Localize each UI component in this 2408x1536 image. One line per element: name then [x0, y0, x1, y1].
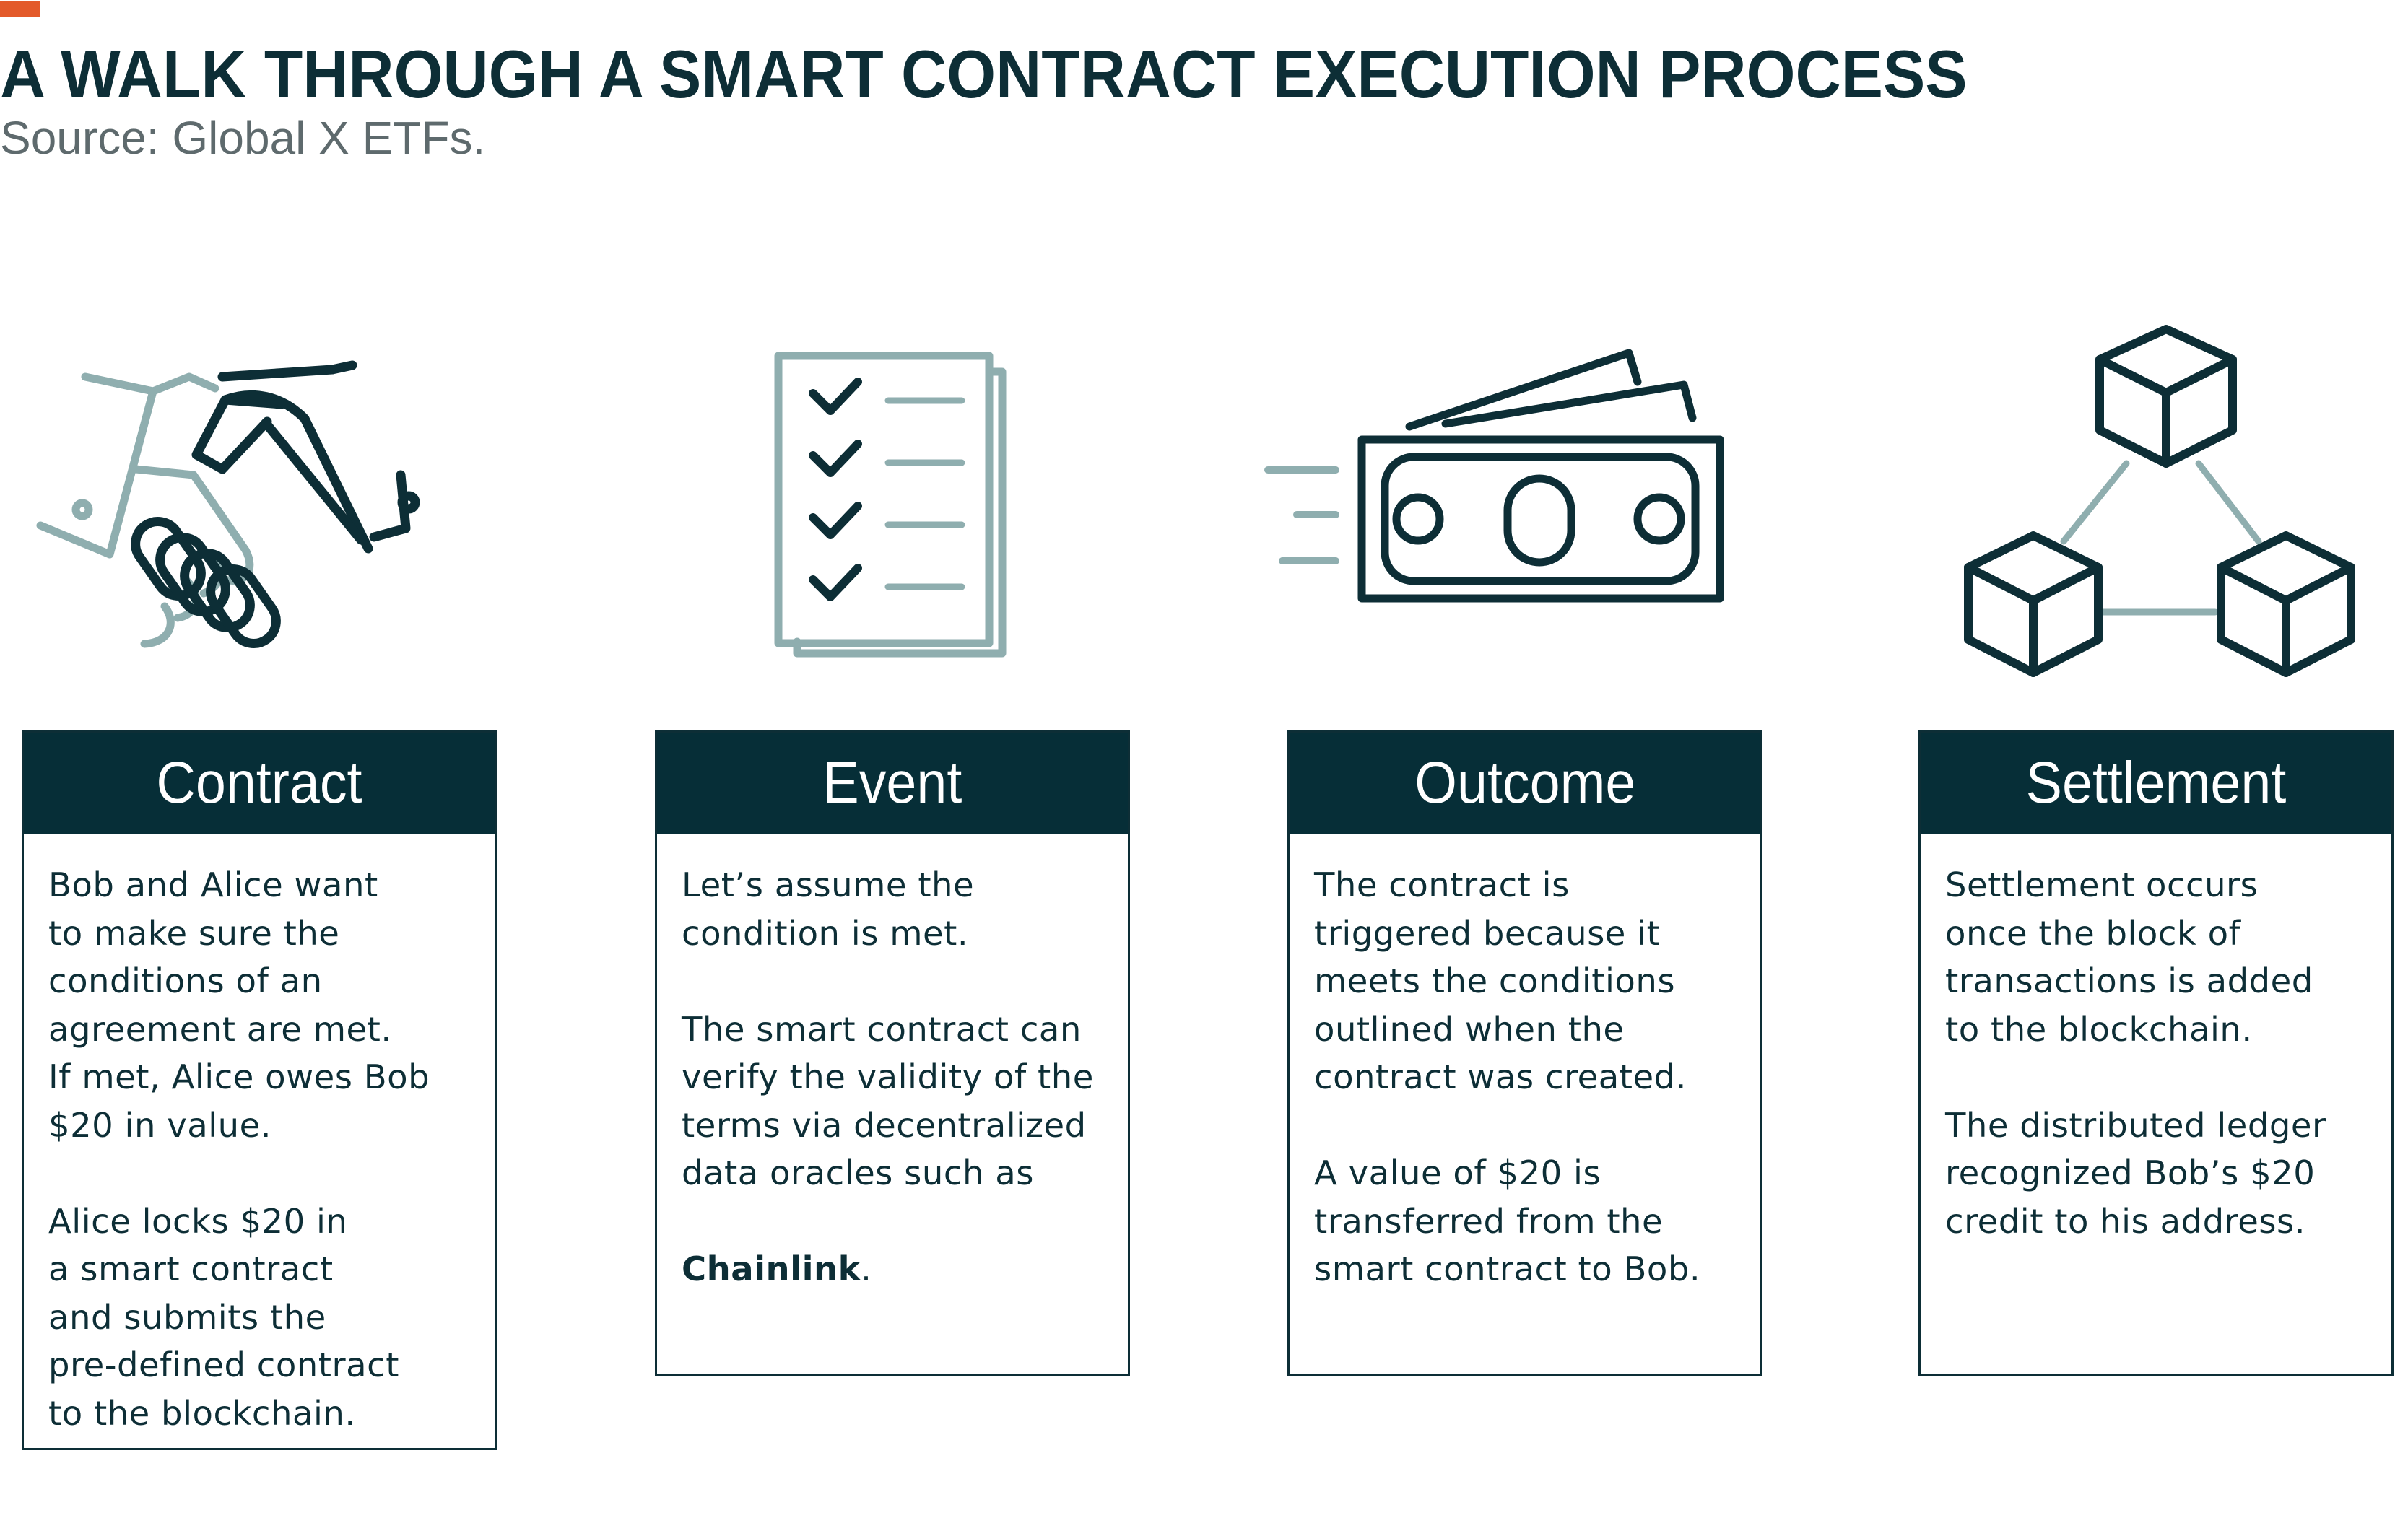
card-body: Settlement occurs once the block of tran…	[1921, 834, 2391, 1245]
card-paragraph: A value of $20 is transferred from the s…	[1314, 1153, 1701, 1288]
step-card-outcome: Outcome The contract is triggered becaus…	[1287, 730, 1762, 1376]
card-title: Settlement	[2025, 750, 2287, 816]
card-body: Let’s assume the condition is met. The s…	[657, 834, 1128, 1293]
tail-punct: .	[861, 1249, 872, 1288]
accent-bar	[0, 1, 40, 17]
checklist-icon	[774, 352, 1007, 658]
card-title: Contract	[156, 750, 362, 816]
chainlink-text: Chainlink	[682, 1249, 861, 1288]
blockchain-icon	[1964, 325, 2355, 677]
card-header: Event	[657, 733, 1128, 834]
card-header: Contract	[24, 733, 495, 834]
card-paragraph: The contract is triggered because it mee…	[1314, 865, 1687, 1096]
step-card-event: Event Let’s assume the condition is met.…	[655, 730, 1130, 1376]
card-paragraph: Bob and Alice want to make sure the cond…	[48, 865, 430, 1145]
card-paragraph: Alice locks $20 in a smart contract and …	[48, 1201, 399, 1433]
card-body: The contract is triggered because it mee…	[1290, 834, 1760, 1293]
handshake-icon	[36, 360, 420, 648]
card-paragraph: The smart contract can verify the validi…	[682, 1009, 1094, 1193]
card-title: Outcome	[1414, 750, 1636, 816]
money-icon	[1264, 349, 1724, 603]
page-title: A WALK THROUGH A SMART CONTRACT EXECUTIO…	[0, 36, 1968, 112]
card-header: Outcome	[1290, 733, 1760, 834]
step-card-settlement: Settlement Settlement occurs once the bl…	[1918, 730, 2394, 1376]
card-paragraph-tail: Chainlink.	[682, 1245, 1108, 1293]
card-body: Bob and Alice want to make sure the cond…	[24, 834, 495, 1437]
step-card-contract: Contract Bob and Alice want to make sure…	[22, 730, 497, 1450]
source-note: Source: Global X ETFs.	[0, 112, 486, 164]
card-title: Event	[822, 750, 962, 816]
card-paragraph: Let’s assume the condition is met.	[682, 865, 975, 953]
card-header: Settlement	[1921, 733, 2391, 834]
card-paragraph: Settlement occurs once the block of tran…	[1945, 865, 2313, 1049]
card-paragraph: The distributed ledger recognized Bob’s …	[1945, 1105, 2326, 1241]
